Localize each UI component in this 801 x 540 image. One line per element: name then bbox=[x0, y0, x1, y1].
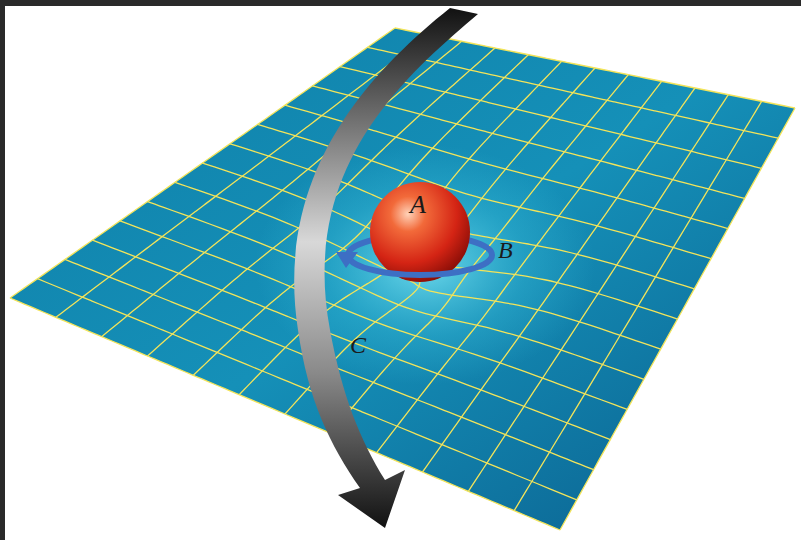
grid-line bbox=[203, 163, 678, 319]
body-label: A bbox=[410, 192, 426, 218]
orbit-arrowhead bbox=[336, 252, 358, 268]
sphere-node: A bbox=[370, 182, 470, 282]
grid-line bbox=[395, 28, 795, 108]
point-label: C bbox=[350, 333, 366, 357]
grid-line bbox=[514, 101, 762, 510]
grid-line bbox=[468, 95, 728, 492]
grid-line bbox=[56, 35, 429, 318]
red-sphere bbox=[370, 182, 470, 282]
grid-line bbox=[560, 108, 795, 530]
grid-sheet bbox=[10, 28, 795, 530]
orbit-ring-front bbox=[348, 255, 492, 275]
curved-arrow bbox=[294, 8, 478, 528]
grid-line bbox=[93, 240, 611, 439]
point-label: B bbox=[498, 238, 513, 262]
grid-line bbox=[331, 75, 628, 434]
